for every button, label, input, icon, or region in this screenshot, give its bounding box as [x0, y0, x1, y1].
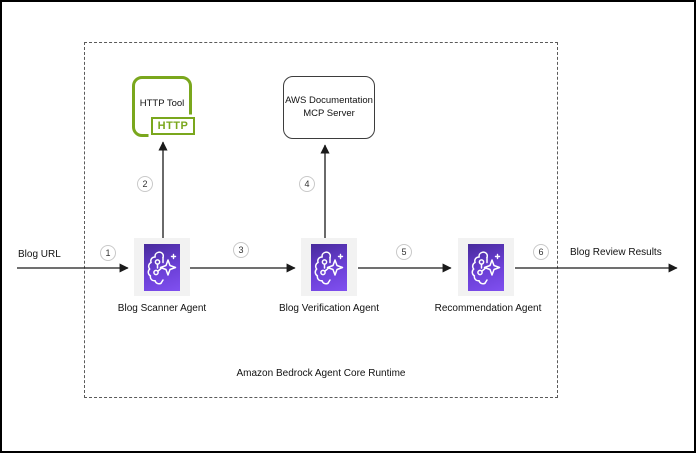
bedrock-agentcore-icon — [144, 243, 180, 291]
blog-scanner-agent-label: Blog Scanner Agent — [117, 303, 207, 314]
step-5-badge: 5 — [396, 244, 412, 260]
step-6-badge: 6 — [533, 244, 549, 260]
mcp-server-label-line2: MCP Server — [303, 107, 355, 119]
step-4-badge: 4 — [299, 176, 315, 192]
step-1-badge: 1 — [100, 245, 116, 261]
bedrock-agentcore-icon — [311, 243, 347, 291]
http-tool-label: HTTP Tool — [139, 98, 185, 109]
mcp-server-node: AWS Documentation MCP Server — [283, 76, 375, 139]
blog-scanner-agent-node — [134, 238, 190, 296]
recommendation-agent-label: Recommendation Agent — [434, 303, 542, 314]
blog-verification-agent-node — [301, 238, 357, 296]
blog-review-results-label: Blog Review Results — [570, 247, 662, 258]
runtime-container-label: Amazon Bedrock Agent Core Runtime — [236, 368, 406, 379]
bedrock-agentcore-icon — [468, 243, 504, 291]
recommendation-agent-node — [458, 238, 514, 296]
blog-verification-agent-label: Blog Verification Agent — [278, 303, 380, 314]
step-2-badge: 2 — [137, 176, 153, 192]
bedrock-runtime-container: Amazon Bedrock Agent Core Runtime — [84, 42, 558, 398]
step-3-badge: 3 — [233, 242, 249, 258]
http-badge: HTTP — [151, 117, 195, 135]
blog-url-label: Blog URL — [18, 249, 61, 260]
mcp-server-label-line1: AWS Documentation — [285, 94, 373, 106]
